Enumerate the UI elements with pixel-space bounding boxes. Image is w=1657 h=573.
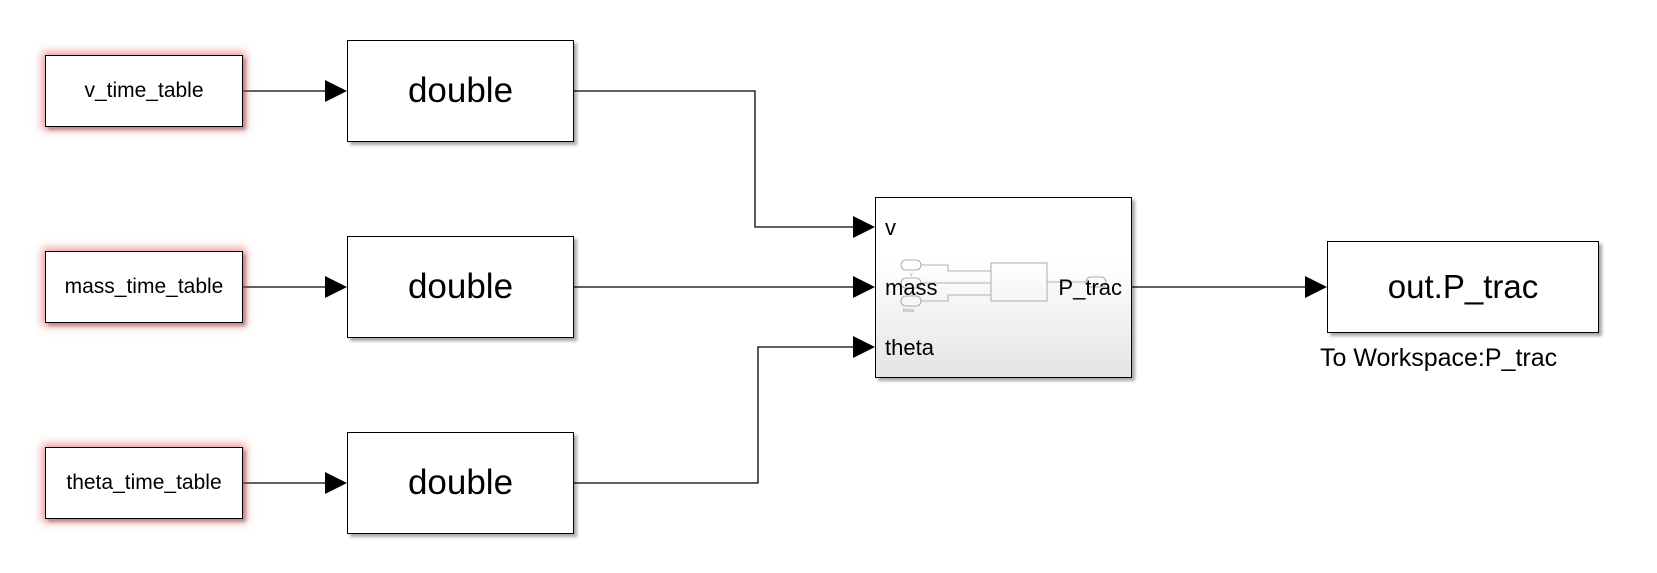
subsystem-input-port-v: v — [885, 215, 896, 240]
source-block-label: mass_time_table — [64, 275, 224, 298]
thumbnail-label-theta: theta — [903, 308, 914, 314]
source-block-theta[interactable]: theta_time_table — [45, 447, 243, 519]
to-workspace-label: out.P_trac — [1387, 268, 1539, 305]
signal-line-v-to-subsystem[interactable] — [574, 90, 853, 228]
source-block-mass[interactable]: mass_time_table — [45, 251, 243, 323]
convert-block-label: double — [407, 71, 514, 110]
convert-block-v[interactable]: double — [347, 40, 574, 142]
signal-line-theta-to-subsystem[interactable] — [574, 346, 853, 484]
arrowhead — [853, 276, 875, 298]
source-block-v[interactable]: v_time_table — [45, 55, 243, 127]
subsystem-input-port-mass: mass — [885, 275, 938, 300]
arrowhead — [325, 276, 347, 298]
arrowhead — [853, 336, 875, 358]
arrowhead — [325, 472, 347, 494]
thumbnail-label-v: v — [910, 272, 913, 278]
to-workspace-caption: To Workspace:P_trac — [1320, 344, 1558, 372]
source-block-label: theta_time_table — [66, 471, 222, 494]
arrowhead — [853, 216, 875, 238]
convert-block-mass[interactable]: double — [347, 236, 574, 338]
convert-block-theta[interactable]: double — [347, 432, 574, 534]
convert-block-label: double — [407, 463, 514, 502]
subsystem-thumbnail: v theta — [900, 259, 1107, 314]
source-block-label: v_time_table — [84, 79, 204, 102]
convert-block-label: double — [407, 267, 514, 306]
subsystem-input-port-theta: theta — [885, 335, 934, 360]
subsystem-block[interactable]: v theta v mass theta P_trac — [875, 197, 1132, 378]
arrowhead — [325, 80, 347, 102]
to-workspace-block[interactable]: out.P_trac — [1327, 241, 1599, 333]
arrowhead — [1305, 276, 1327, 298]
subsystem-output-port-ptrac: P_trac — [1058, 275, 1122, 300]
